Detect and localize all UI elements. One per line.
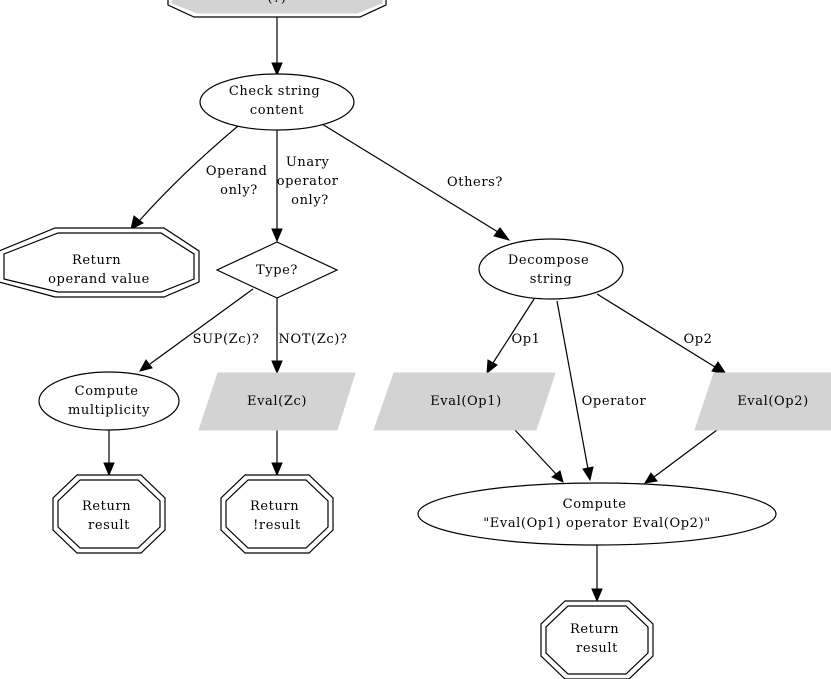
edge-label-op2: Op2	[683, 332, 712, 347]
node-label-line: Return	[72, 253, 121, 268]
node-return-result-right: Return result	[540, 600, 654, 679]
edge-eval-zc-to-return-not-result	[271, 430, 283, 477]
node-label-line: result	[576, 641, 618, 656]
edge-compute-expr-to-return-result	[591, 544, 603, 603]
node-label-line: Return	[570, 622, 619, 637]
node-label-line: Decompose	[508, 253, 589, 268]
node-label: Decompose string	[508, 253, 594, 287]
node-eval-op2: Eval(Op2)	[694, 372, 831, 431]
node-label-line: Return	[82, 499, 131, 514]
edge-label-operator: Operator	[582, 394, 647, 409]
node-return-operand-value: Return operand value	[0, 227, 200, 298]
node-label: Compute "Eval(Op1) operator Eval(Op2)"	[483, 497, 711, 531]
node-label-line: "Eval(Op1) operator Eval(Op2)"	[483, 516, 711, 531]
edge-compute-mult-to-return-result	[103, 428, 115, 477]
node-start: (?)	[167, 0, 387, 18]
edge-labels: Operand only? Unary operator only? Other…	[193, 155, 712, 409]
node-label-line: operand value	[48, 272, 150, 287]
edge-start-to-check	[271, 14, 283, 77]
edge-label-line: only?	[291, 193, 329, 208]
node-return-not-result: Return !result	[220, 474, 334, 554]
edge-label-others: Others?	[447, 175, 503, 190]
edge-label-op1: Op1	[511, 332, 540, 347]
node-label: Eval(Op2)	[737, 394, 809, 409]
edge-label-line: Operator	[582, 394, 647, 409]
node-label-line: Type?	[256, 263, 298, 278]
node-label: Check string content	[229, 84, 325, 118]
node-label-line: string	[530, 272, 573, 287]
node-check-string-content: Check string content	[199, 73, 355, 131]
node-type-decision: Type?	[215, 241, 339, 299]
node-return-result-left: Return result	[52, 474, 166, 554]
edge-type-to-eval-zc	[271, 298, 283, 375]
edge-label-line: only?	[220, 183, 258, 198]
node-label-line: Compute	[563, 497, 627, 512]
node-label: Return !result	[250, 499, 304, 533]
node-decompose-string: Decompose string	[478, 238, 624, 300]
edge-label-sup: SUP(Zc)?	[193, 332, 260, 347]
edge-check-to-decompose	[321, 123, 511, 241]
node-label-line: Check string	[229, 84, 320, 99]
edge-check-to-type	[271, 129, 283, 243]
edge-label-line: Unary	[286, 155, 330, 170]
node-label-line: result	[88, 518, 130, 533]
node-label-line: Eval(Op2)	[737, 394, 809, 409]
node-label: Compute multiplicity	[68, 384, 150, 418]
node-eval-zc: Eval(Zc)	[198, 372, 356, 431]
node-label-line: Return	[250, 499, 299, 514]
edge-check-to-return-operand	[130, 125, 239, 230]
edge-label-line: Op2	[683, 332, 712, 347]
edge-label-line: NOT(Zc)?	[279, 332, 348, 347]
edge-decompose-to-eval-op1	[486, 295, 537, 375]
node-eval-op1: Eval(Op1)	[373, 372, 556, 431]
node-label: Eval(Zc)	[247, 394, 307, 409]
node-label: Type?	[256, 263, 298, 278]
edge-label-line: Others?	[447, 175, 503, 190]
node-label: Return result	[570, 622, 624, 656]
edge-label-not: NOT(Zc)?	[279, 332, 348, 347]
node-label-line: Eval(Zc)	[247, 394, 307, 409]
node-label: Return operand value	[48, 253, 150, 287]
node-label: Eval(Op1)	[430, 394, 502, 409]
node-label: Return result	[82, 499, 136, 533]
edge-label-line: Op1	[511, 332, 540, 347]
edge-label-line: Operand	[206, 164, 268, 179]
edge-eval-op1-to-compute-expr	[514, 429, 564, 483]
node-compute-multiplicity: Compute multiplicity	[38, 371, 180, 431]
node-label-line: Compute	[75, 384, 139, 399]
edge-label-operand-only: Operand only?	[206, 164, 272, 198]
node-label-line: Eval(Op1)	[430, 394, 502, 409]
edge-decompose-to-compute-expr	[556, 300, 594, 482]
edge-label-line: operator	[277, 174, 339, 189]
edge-eval-op2-to-compute-expr	[644, 429, 718, 484]
node-label-line: content	[250, 103, 304, 118]
node-label-line: !result	[253, 518, 301, 533]
node-start-label: (?)	[268, 0, 287, 6]
edge-type-to-compute-multiplicity	[139, 288, 254, 372]
node-compute-expression: Compute "Eval(Op1) operator Eval(Op2)"	[417, 482, 777, 546]
edges	[103, 14, 728, 603]
edge-label-unary-operator-only: Unary operator only?	[277, 155, 344, 208]
node-label-line: multiplicity	[68, 403, 150, 418]
edge-label-line: SUP(Zc)?	[193, 332, 260, 347]
